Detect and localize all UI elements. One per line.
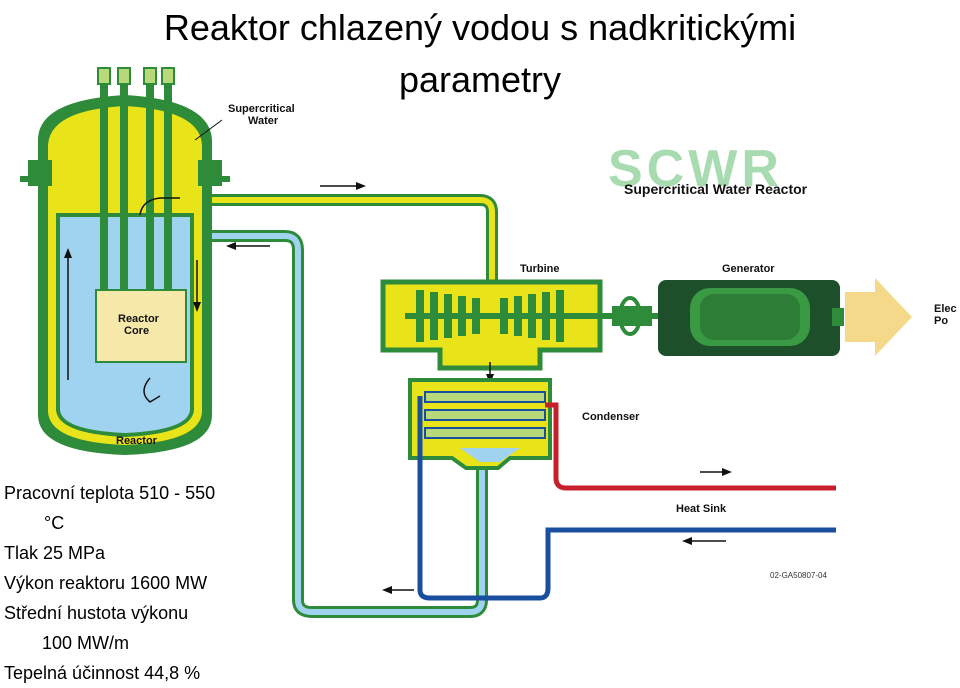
flow-arrows <box>226 182 732 594</box>
generator <box>658 280 844 356</box>
title-line-2: parametry <box>398 59 562 100</box>
property-temperature-unit: °C <box>44 513 65 533</box>
condenser <box>408 378 552 470</box>
svg-text:SCWR: SCWR <box>608 140 783 198</box>
steam-line <box>212 194 498 282</box>
property-power-density: Střední hustota výkonu <box>4 603 189 623</box>
shaft-coupling <box>612 296 652 336</box>
condenser-label: Condenser <box>582 411 640 423</box>
generator-label: Generator <box>722 263 775 275</box>
reactor-properties: Pracovní teplota 510 - 550 °C Tlak 25 MP… <box>4 478 215 688</box>
property-power: Výkon reaktoru 1600 MW <box>4 573 208 593</box>
reactor-core-label-2: Core <box>124 325 149 337</box>
electric-power-label-2: Po <box>934 315 948 327</box>
power-arrow <box>845 278 912 356</box>
property-pressure: Tlak 25 MPa <box>4 543 106 563</box>
property-temperature: Pracovní teplota 510 - 550 <box>4 483 216 503</box>
reactor-label: Reactor <box>116 435 158 447</box>
title-line-1: Reaktor chlazený vodou s nadkritickými <box>163 7 797 48</box>
scwr-logo: SCWR Supercritical Water Reactor <box>608 140 808 198</box>
supercritical-water-label: Supercritical <box>228 103 295 115</box>
turbine <box>380 279 675 384</box>
electric-power-label: Elec <box>934 303 957 315</box>
page-title: Reaktor chlazený vodou s nadkritickými p… <box>0 2 960 106</box>
svg-text:Supercritical Water Reactor: Supercritical Water Reactor <box>624 181 808 197</box>
feedwater-line <box>212 230 488 618</box>
property-power-density-value: 100 MW/m <box>42 633 130 653</box>
reactor-core-label: Reactor <box>118 313 160 325</box>
figure-code: 02-GA50807-04 <box>770 571 827 580</box>
property-efficiency: Tepelná účinnost 44,8 % <box>4 663 201 683</box>
reactor-vessel <box>20 67 230 455</box>
cooling-loop <box>417 396 836 601</box>
supercritical-water-label-2: Water <box>248 115 279 127</box>
turbine-label: Turbine <box>520 263 560 275</box>
heat-sink-label: Heat Sink <box>676 503 727 515</box>
